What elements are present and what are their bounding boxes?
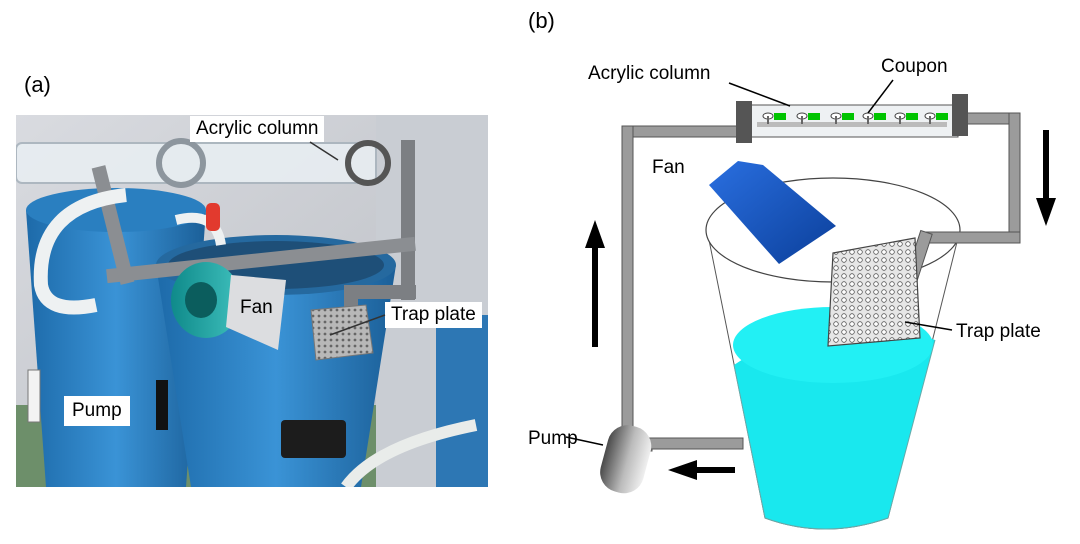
fan-shape: [709, 161, 836, 264]
schematic-label-trap-plate: Trap plate: [956, 321, 1041, 342]
arrow-left-icon: [668, 460, 735, 480]
arrow-down-icon: [1036, 130, 1056, 226]
schematic-label-fan: Fan: [652, 157, 685, 178]
schematic-label-coupon: Coupon: [881, 56, 948, 77]
photo-label-trap-plate: Trap plate: [385, 302, 482, 328]
photo-experimental-setup: [16, 115, 488, 487]
photo-label-pump: Pump: [64, 396, 130, 426]
trap-plate: [827, 237, 921, 347]
arrow-up-icon: [585, 220, 605, 347]
panel-b-letter: (b): [528, 8, 555, 33]
photo-label-acrylic-column: Acrylic column: [190, 116, 325, 142]
acrylic-column: [739, 104, 959, 138]
schematic-label-pump: Pump: [528, 428, 578, 449]
photo-label-fan: Fan: [240, 297, 273, 318]
schematic-label-acrylic-column: Acrylic column: [588, 63, 711, 84]
panel-a-letter: (a): [24, 72, 51, 97]
pump-shape: [600, 425, 652, 494]
